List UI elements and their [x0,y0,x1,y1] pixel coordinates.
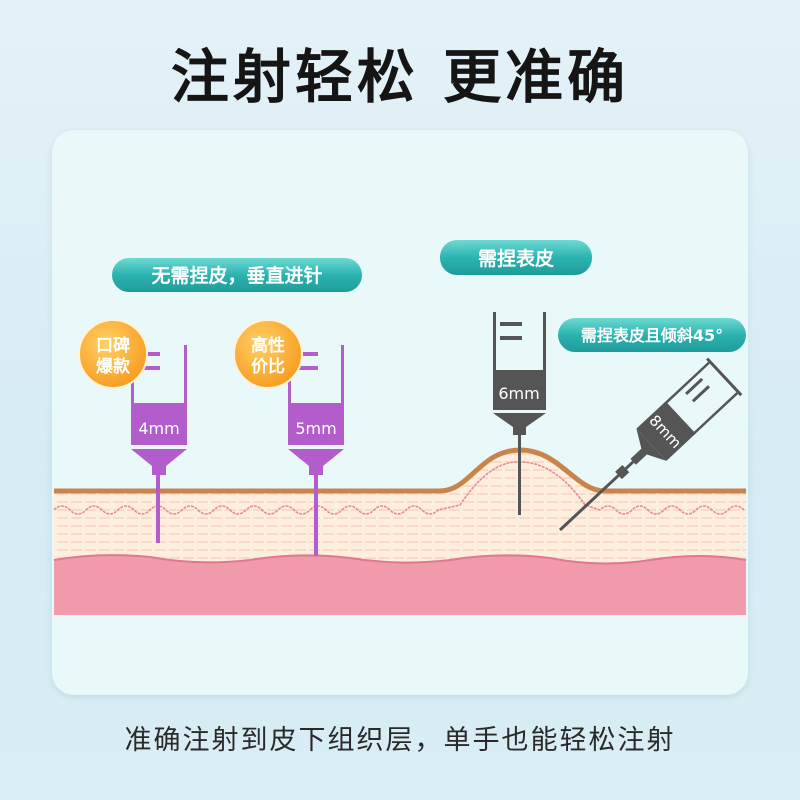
svg-text:爆款: 爆款 [96,356,131,377]
label-text: 需捏表皮且倾斜45° [581,326,723,345]
caption: 准确注射到皮下组织层，单手也能轻松注射 [124,725,676,756]
badge-value: 高性 价比 [233,319,303,389]
badge-popular: 口碑 爆款 [78,319,148,389]
label-text: 无需捏皮，垂直进针 [151,264,322,287]
svg-text:高性: 高性 [251,335,285,356]
syringe-5mm: 5mm [288,345,344,556]
svg-text:口碑: 口碑 [96,335,130,356]
label-text: 需捏表皮 [478,247,554,270]
svg-text:价比: 价比 [251,356,285,377]
needle-length-label: 4mm [138,419,179,438]
label-pinch-tilt: 需捏表皮且倾斜45° [558,318,746,352]
illustration-card: 无需捏皮，垂直进针 需捏表皮 需捏表皮且倾斜45° 4mm 5mm 6mm [52,130,748,695]
needle-length-label: 6mm [498,384,539,403]
needle-length-label: 5mm [295,419,336,438]
label-pinch: 需捏表皮 [440,240,592,275]
injection-diagram: 无需捏皮，垂直进针 需捏表皮 需捏表皮且倾斜45° 4mm 5mm 6mm [53,240,747,615]
label-no-pinch: 无需捏皮，垂直进针 [112,258,362,292]
muscle-layer [54,555,746,615]
syringe-6mm: 6mm [493,312,546,515]
page-title: 注射轻松 更准确 [170,43,630,111]
skin-cross-section [53,447,747,615]
syringe-8mm: 8mm [558,357,743,532]
